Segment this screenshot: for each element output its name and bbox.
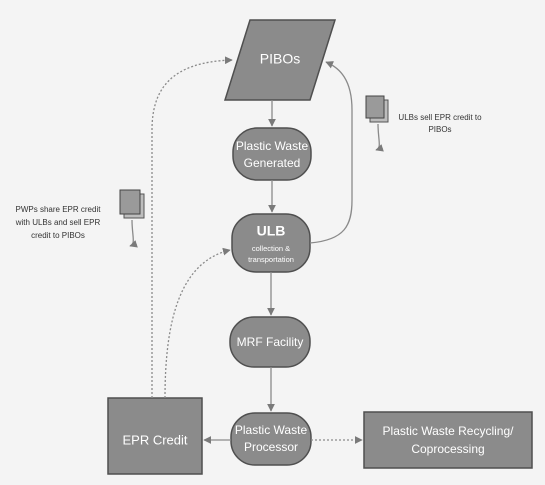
ulb-sub-line1: collection &	[252, 244, 290, 253]
pibos-label: PIBOs	[260, 51, 300, 67]
mrf-label: MRF Facility	[237, 335, 304, 349]
pibos-node: PIBOs	[223, 19, 337, 101]
arrow-ulb-to-pibos	[309, 61, 353, 244]
ulbs-sell-line2: PIBOs	[428, 125, 451, 134]
arrow-epr-to-pibos	[151, 56, 233, 398]
ulb-title: ULB	[257, 223, 286, 239]
pwps-share-line3: credit to PIBOs	[31, 231, 85, 240]
ulbs-sell-line1: ULBs sell EPR credit to	[398, 113, 482, 122]
plastic-waste-generated-node: Plastic Waste Generated	[232, 127, 312, 181]
pwps-share-line2: with ULBs and sell EPR	[15, 218, 101, 227]
pwps-share-line1: PWPs share EPR credit	[16, 205, 102, 214]
ulb-sub-line2: transportation	[248, 255, 294, 264]
processor-node: Plastic Waste Processor	[230, 412, 312, 466]
epr-credit-node: EPR Credit	[107, 397, 203, 475]
epr-credit-label: EPR Credit	[122, 432, 187, 447]
ulb-node: ULB collection & transportation	[231, 213, 311, 273]
recycling-line2: Coprocessing	[411, 442, 484, 456]
processor-line2: Processor	[244, 440, 298, 454]
plastic-waste-generated-line2: Generated	[244, 156, 301, 170]
pwps-note-icon	[119, 189, 145, 248]
recycling-node: Plastic Waste Recycling/ Coprocessing	[363, 411, 533, 469]
plastic-waste-generated-line1: Plastic Waste	[236, 139, 309, 153]
processor-line1: Plastic Waste	[235, 423, 308, 437]
arrow-epr-to-ulb	[164, 247, 231, 399]
recycling-line1: Plastic Waste Recycling/	[383, 424, 515, 438]
ulbs-note-icon	[365, 95, 389, 152]
mrf-node: MRF Facility	[229, 316, 311, 368]
